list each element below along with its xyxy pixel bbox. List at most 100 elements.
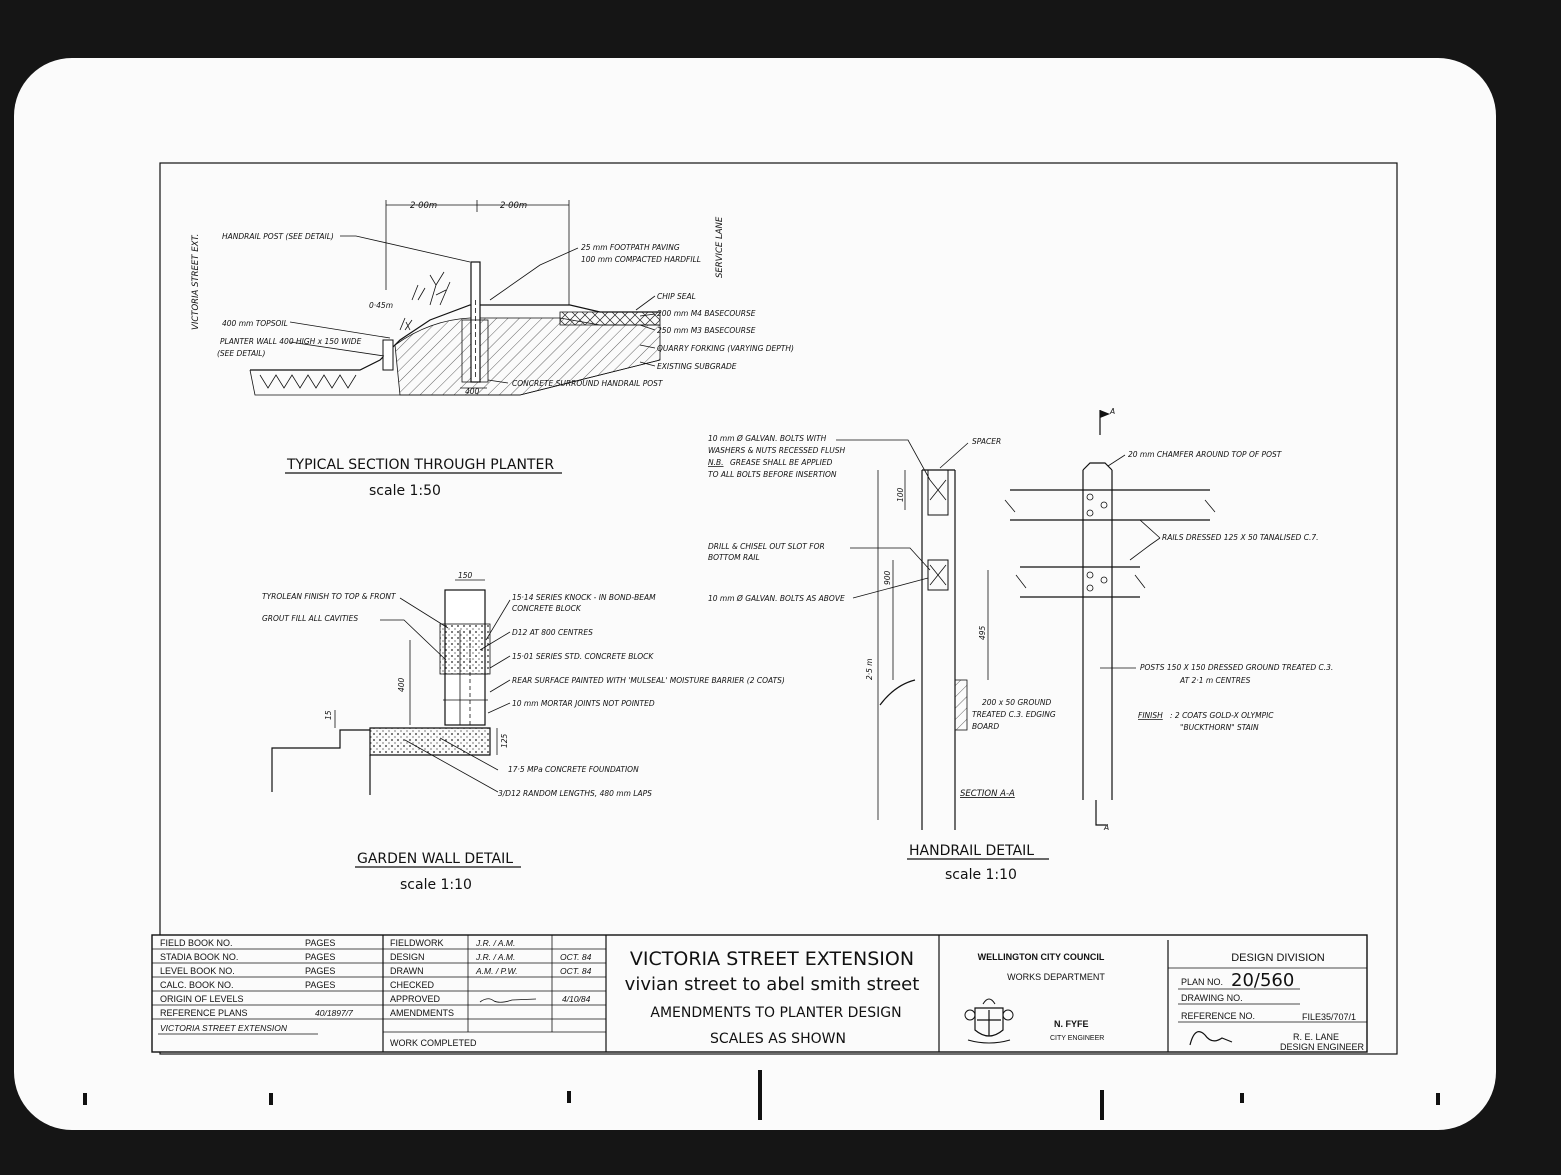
plan-label: PLAN NO.: [1181, 977, 1223, 987]
side-label: VICTORIA STREET EXT.: [191, 234, 201, 330]
origin-label: ORIGIN OF LEVELS: [160, 994, 244, 1004]
role-label: CHECKED: [390, 980, 435, 990]
designer-name: R. E. LANE: [1293, 1032, 1339, 1042]
reference-value: 40/1897/7: [315, 1008, 353, 1018]
file-number: FILE35/707/1: [1302, 1012, 1356, 1022]
role-person: J.R. / A.M.: [475, 952, 515, 962]
role-date: OCT. 84: [560, 952, 592, 962]
book-label: LEVEL BOOK NO.: [160, 966, 235, 976]
plan-number: 20/560: [1231, 970, 1294, 991]
side-label: SERVICE LANE: [715, 216, 725, 278]
annotation: RAILS DRESSED 125 X 50 TANALISED C.7.: [1162, 533, 1319, 542]
planter-section: 2·00m 2·00m 0·45m 400 VICTO: [191, 200, 794, 499]
detail-scale: scale 1:10: [945, 867, 1017, 883]
book-pages: PAGES: [305, 980, 335, 990]
detail-title: HANDRAIL DETAIL: [909, 843, 1034, 859]
book-pages: PAGES: [305, 938, 335, 948]
designer-role: DESIGN ENGINEER: [1280, 1042, 1365, 1052]
annotation: 3/D12 RANDOM LENGTHS, 480 mm LAPS: [498, 789, 652, 798]
annotation: N.B.: [708, 458, 724, 467]
council-crest-icon: [964, 998, 1014, 1044]
book-label: CALC. BOOK NO.: [160, 980, 234, 990]
annotation: CONCRETE BLOCK: [512, 604, 582, 613]
handrail-detail: 100 900 2·5 m 495 A A: [708, 407, 1333, 883]
dim-label: 900: [883, 570, 892, 585]
annotation: "BUCKTHORN" STAIN: [1180, 723, 1259, 732]
annotation: CONCRETE SURROUND HANDRAIL POST: [512, 379, 664, 388]
annotation: EXISTING SUBGRADE: [657, 362, 737, 371]
role-person: A.M. / P.W.: [475, 966, 518, 976]
annotation: DRILL & CHISEL OUT SLOT FOR: [708, 542, 825, 551]
dim-label: 400: [397, 677, 406, 692]
detail-scale: scale 1:50: [369, 483, 441, 499]
annotation: 100 mm COMPACTED HARDFILL: [581, 255, 701, 264]
annotation: HANDRAIL POST (SEE DETAIL): [222, 232, 334, 241]
left-rows: [152, 948, 606, 1033]
section-mark: A: [1109, 407, 1115, 416]
division-name: DESIGN DIVISION: [1231, 952, 1325, 964]
role-label: DRAWN: [390, 966, 424, 976]
department-name: WORKS DEPARTMENT: [1007, 972, 1105, 982]
dim-label: 150: [458, 571, 473, 580]
drawing-title: VICTORIA STREET EXTENSION: [630, 948, 914, 970]
approval-signature: [479, 998, 537, 1003]
role-person: J.R. / A.M.: [475, 938, 515, 948]
annotation: REAR SURFACE PAINTED WITH 'MULSEAL' MOIS…: [512, 676, 785, 685]
dim-label: 495: [978, 625, 987, 640]
punch-holes: [83, 1070, 1440, 1120]
annotation: : 2 COATS GOLD-X OLYMPIC: [1170, 711, 1274, 720]
annotation: 15·01 SERIES STD. CONCRETE BLOCK: [512, 652, 654, 661]
work-completed-label: WORK COMPLETED: [390, 1038, 477, 1048]
dim-label: 15: [324, 710, 333, 720]
role-date: 4/10/84: [562, 994, 591, 1004]
drawing-label: DRAWING NO.: [1181, 993, 1243, 1003]
annotation: SPACER: [972, 437, 1001, 446]
annotation: (SEE DETAIL): [217, 349, 265, 358]
annotation: 10 mm Ø GALVAN. BOLTS WITH: [708, 434, 827, 443]
role-label: DESIGN: [390, 952, 425, 962]
role-label: APPROVED: [390, 994, 441, 1004]
section-mark: A: [1103, 823, 1109, 832]
annotation: WASHERS & NUTS RECESSED FLUSH: [708, 446, 846, 455]
annotation: 250 mm M3 BASECOURSE: [657, 326, 756, 335]
detail-scale: scale 1:10: [400, 877, 472, 893]
annotation: 25 mm FOOTPATH PAVING: [581, 243, 680, 252]
engineer-role: CITY ENGINEER: [1050, 1035, 1104, 1042]
dim-label: 125: [500, 733, 509, 748]
annotation: 400 mm TOPSOIL: [222, 319, 288, 328]
garden-wall-detail: 150 400 15 125 TYROLEAN FINISH TO TOP & …: [262, 571, 785, 893]
project-note: VICTORIA STREET EXTENSION: [160, 1023, 288, 1033]
dim-label: 2·5 m: [865, 658, 874, 680]
role-label: FIELDWORK: [390, 938, 444, 948]
annotation: BOARD: [972, 722, 999, 731]
drawing-purpose: AMENDMENTS TO PLANTER DESIGN: [650, 1005, 901, 1021]
dim-label: 2·00m: [410, 201, 437, 211]
dim-label: 2·00m: [500, 201, 527, 211]
book-pages: PAGES: [305, 966, 335, 976]
annotation: CHIP SEAL: [657, 292, 696, 301]
drawing-border: [159, 162, 1398, 1055]
role-label: AMENDMENTS: [390, 1008, 454, 1018]
dim-label: 100: [896, 487, 905, 502]
annotation: 10 mm MORTAR JOINTS NOT POINTED: [512, 699, 655, 708]
reference-no-label: REFERENCE NO.: [1181, 1011, 1255, 1021]
annotation: TREATED C.3. EDGING: [972, 710, 1056, 719]
annotation: GREASE SHALL BE APPLIED: [730, 458, 833, 467]
annotation: AT 2·1 m CENTRES: [1179, 676, 1251, 685]
council-name: WELLINGTON CITY COUNCIL: [978, 952, 1105, 962]
annotation: 200 x 50 GROUND: [982, 698, 1051, 707]
annotation: D12 AT 800 CENTRES: [512, 628, 593, 637]
book-pages: PAGES: [305, 952, 335, 962]
annotation: 15·14 SERIES KNOCK - IN BOND-BEAM: [512, 593, 656, 602]
annotation: 17·5 MPa CONCRETE FOUNDATION: [508, 765, 639, 774]
engineer-name: N. FYFE: [1054, 1019, 1089, 1029]
detail-title: TYPICAL SECTION THROUGH PLANTER: [286, 457, 554, 473]
annotation: BOTTOM RAIL: [708, 553, 760, 562]
annotation: POSTS 150 X 150 DRESSED GROUND TREATED C…: [1140, 663, 1333, 672]
role-date: OCT. 84: [560, 966, 592, 976]
annotation: TO ALL BOLTS BEFORE INSERTION: [708, 470, 837, 479]
annotation: GROUT FILL ALL CAVITIES: [262, 614, 358, 623]
annotation: 20 mm CHAMFER AROUND TOP OF POST: [1128, 450, 1283, 459]
